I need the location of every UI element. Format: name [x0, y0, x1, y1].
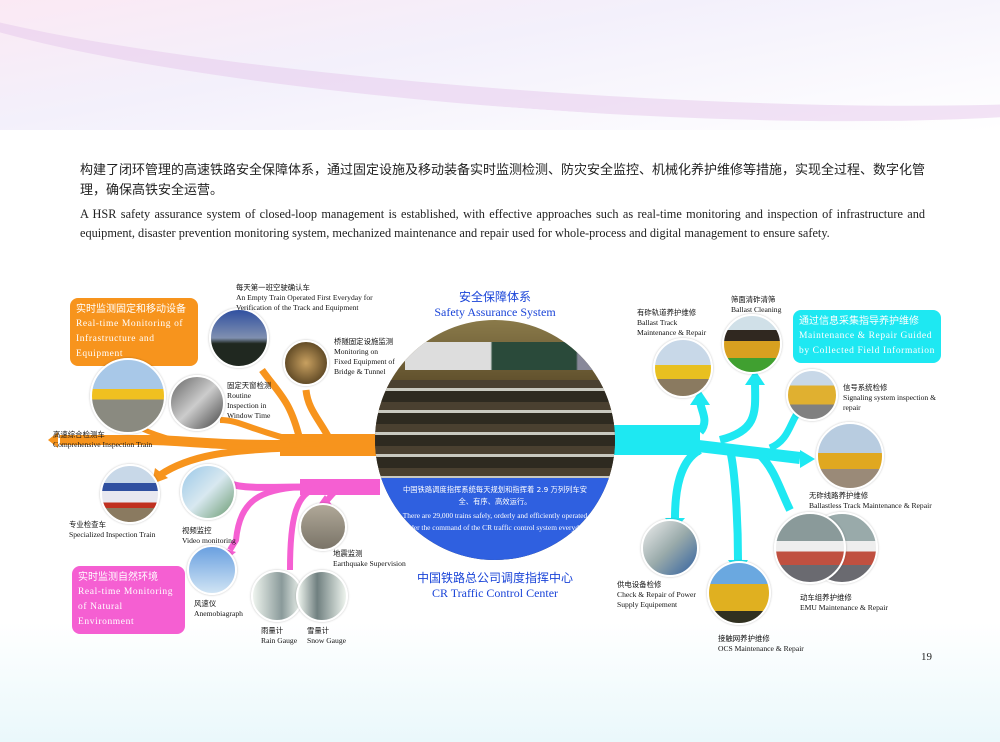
center-footer: 中国铁路总公司调度指挥中心 CR Traffic Control Center: [400, 569, 590, 601]
label-cn: 接触网养护维修: [718, 634, 770, 643]
label-en: Ballast Cleaning: [731, 305, 782, 314]
center-title: 安全保障体系 Safety Assurance System: [420, 288, 570, 320]
comprehensive-train-photo: [90, 358, 166, 434]
label-cn: 每天第一班空驶确认车: [236, 283, 310, 292]
center-footer-cn: 中国铁路总公司调度指挥中心: [416, 571, 573, 585]
label-en: Snow Gauge: [307, 636, 347, 645]
label-cn: 有砟轨道养护维修: [637, 308, 697, 317]
label-en: An Empty Train Operated First Everyday f…: [236, 293, 373, 312]
group-infrastructure: 实时监测固定和移动设备 Real-time Monitoring of Infr…: [70, 298, 198, 366]
label-en: Monitoring on Fixed Equipment of Bridge …: [334, 347, 395, 376]
label-cn: 固定天窗检测: [227, 381, 272, 390]
page-number: 19: [921, 651, 932, 663]
label-en: Comprehensive Inspection Train: [53, 440, 153, 449]
label-cn: 雨量计: [261, 626, 284, 635]
label-cn: 供电设备检修: [617, 580, 662, 589]
earthquake-photo: [299, 503, 347, 551]
empty-train-photo: [209, 308, 269, 368]
ocs-photo: [707, 561, 771, 625]
orange-arrows: [60, 367, 380, 478]
background-bottom: [0, 622, 1000, 742]
label-en: Check & Repair of Power Supply Equipemen…: [617, 590, 696, 609]
label-cn: 视频监控: [182, 526, 212, 535]
signaling-photo: [786, 369, 838, 421]
group-maintenance-en: Maintenance & Repair Guided by Collected…: [799, 331, 935, 356]
routine-inspection-photo: [169, 375, 225, 431]
label-cn: 桥隧固定设施监测: [334, 337, 394, 346]
label-en: Ballast Track Maintenance & Repair: [637, 318, 707, 337]
cyan-arrows: [610, 379, 803, 561]
group-natural-en: Real-time Monitoring of Natural Environm…: [78, 587, 174, 627]
group-infrastructure-en: Real-time Monitoring of Infrastructure a…: [76, 319, 184, 359]
label-en: Rain Gauge: [261, 636, 298, 645]
specialized-train-photo: [100, 464, 160, 524]
center-title-en: Safety Assurance System: [434, 305, 556, 319]
label-cn: 动车组养护维修: [800, 593, 852, 602]
label-en: EMU Maintenance & Repair: [800, 603, 888, 612]
center-title-cn: 安全保障体系: [458, 290, 531, 304]
label-en: Earthquake Supervision: [333, 559, 406, 568]
center-desc-en: There are 29,000 trains safely, orderly …: [402, 511, 588, 532]
control-center-photo: 中国铁路调度指挥系统每天规划和指挥着 2.9 万列列车安全、有序、高效运行。 T…: [375, 320, 615, 560]
intro-chinese: 构建了闭环管理的高速铁路安全保障体系，通过固定设施及移动装备实时监测检测、防灾安…: [80, 163, 926, 198]
bridge-tunnel-photo: [283, 340, 329, 386]
power-supply-photo: [641, 519, 699, 577]
ballastless-photo: [816, 422, 884, 490]
label-en: Anemobiagraph: [194, 609, 243, 618]
background-top: [0, 0, 1000, 130]
label-en: Video monitoring: [182, 536, 236, 545]
label-en: Specialized Inspection Train: [69, 530, 156, 539]
group-infrastructure-cn: 实时监测固定和移动设备: [76, 304, 186, 315]
rain-gauge-photo: [251, 570, 303, 622]
label-cn: 专业检查车: [69, 520, 106, 529]
label-en: Signaling system inspection & repair: [843, 393, 937, 412]
center-description: 中国铁路调度指挥系统每天规划和指挥着 2.9 万列列车安全、有序、高效运行。 T…: [375, 478, 615, 560]
ballast-track-photo: [653, 338, 713, 398]
label-cn: 高速综合检测车: [53, 430, 105, 439]
group-natural: 实时监测自然环境 Real-time Monitoring of Natural…: [72, 566, 185, 634]
anemobiagraph-photo: [187, 545, 237, 595]
screen-wall: [405, 342, 595, 370]
label-cn: 地震监测: [333, 549, 363, 558]
ballast-cleaning-photo: [722, 314, 782, 374]
group-maintenance: 通过信息采集指导养护维修 Maintenance & Repair Guided…: [793, 310, 941, 363]
label-cn: 信号系统检修: [843, 383, 888, 392]
label-en: Ballastless Track Maintenance & Repair: [809, 501, 932, 510]
group-maintenance-cn: 通过信息采集指导养护维修: [799, 316, 919, 327]
label-en: OCS Maintenance & Repair: [718, 644, 804, 653]
center-desc-cn: 中国铁路调度指挥系统每天规划和指挥着 2.9 万列列车安全、有序、高效运行。: [402, 485, 588, 506]
label-cn: 风速仪: [194, 599, 217, 608]
label-en: Routine Inspection in Window Time: [227, 391, 271, 420]
label-cn: 雪量计: [307, 626, 330, 635]
center-footer-en: CR Traffic Control Center: [431, 586, 559, 600]
console-rows: [375, 380, 615, 480]
snow-gauge-photo: [296, 570, 348, 622]
video-monitoring-photo: [180, 464, 236, 520]
intro-english: A HSR safety assurance system of closed-…: [80, 207, 925, 240]
emu-photo-1: [774, 512, 846, 584]
label-cn: 筛面清砟清筛: [731, 295, 776, 304]
group-natural-cn: 实时监测自然环境: [78, 572, 158, 583]
label-cn: 无砟线路养护维修: [809, 491, 869, 500]
